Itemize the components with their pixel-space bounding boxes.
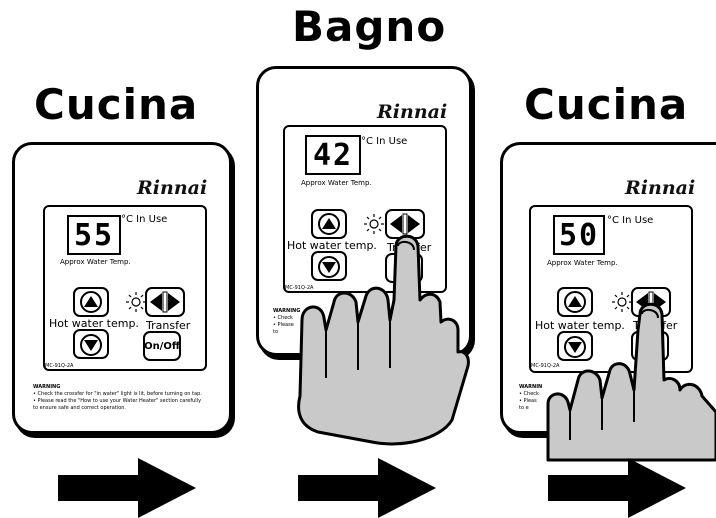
right-arrow <box>58 458 198 518</box>
right-arrow <box>298 458 438 518</box>
right-arrow <box>548 458 688 518</box>
